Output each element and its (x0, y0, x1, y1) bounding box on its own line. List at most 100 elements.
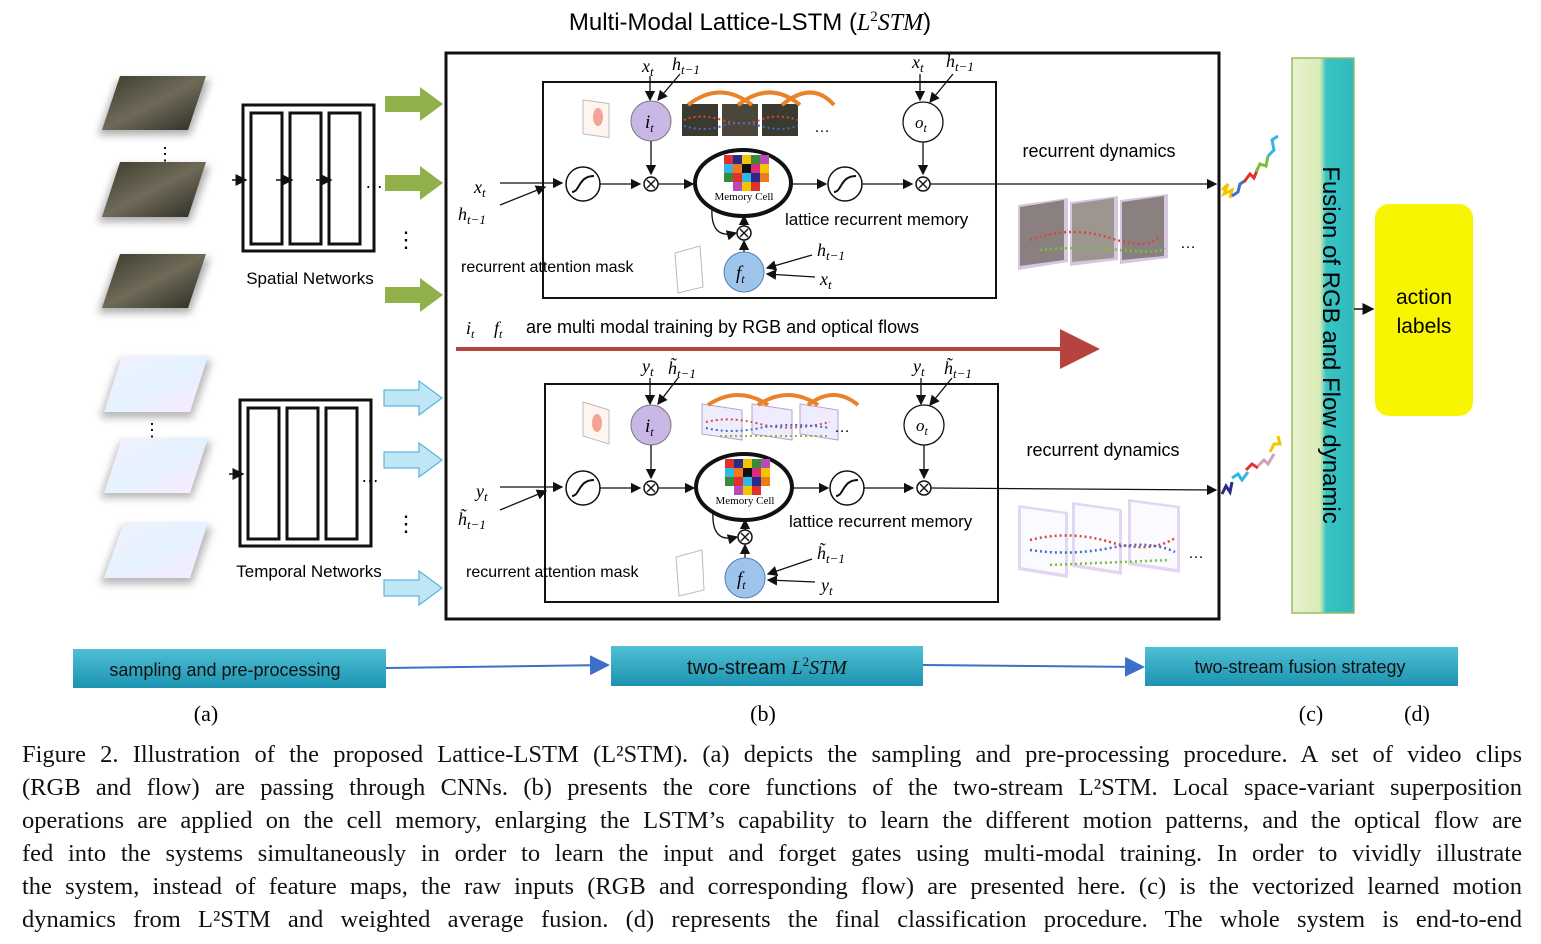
flow-frame (100, 356, 212, 418)
bottom-frame-strip: … (701, 393, 860, 441)
gate-f-symbol: ft (494, 318, 503, 341)
blue-arrow (383, 441, 444, 479)
multimodal-note: are multi modal training by RGB and opti… (526, 317, 919, 337)
label-d: (d) (1404, 701, 1430, 726)
cell-input-y: yt (474, 481, 488, 504)
l2stm-outer-frame (444, 51, 1221, 621)
vertical-dots: ⋮ (143, 420, 161, 440)
output-gate-label: ot (915, 113, 928, 135)
top-output-h: ht−1 (946, 51, 974, 74)
action-labels-line1: action (1396, 286, 1452, 309)
top-frame-strip: … (682, 90, 836, 136)
green-arrow (385, 166, 443, 200)
bottom-dynamics-glyph (1220, 435, 1282, 496)
flow-frame (100, 438, 212, 498)
cell-input-h: ht−1 (458, 204, 486, 227)
stage-b-box (611, 646, 923, 686)
top-output-x: xt (911, 52, 924, 75)
memory-cell-label: Memory Cell (715, 191, 774, 203)
caption-line: the system, instead of feature maps, the… (22, 873, 1522, 900)
attention-mask-page (675, 549, 705, 597)
forget-input-x: xt (819, 269, 832, 292)
caption-line: fed into the systems simultaneously in o… (22, 840, 1522, 867)
bottom-input-y: yt (640, 356, 654, 379)
action-labels-box (1375, 204, 1473, 416)
forget-gate-label: ft (736, 263, 745, 286)
fusion-bar (1291, 57, 1355, 614)
temporal-network: … (229, 398, 379, 548)
rgb-frame (98, 76, 210, 135)
forget-gate-label: ft (737, 569, 746, 592)
forget-input-h-tilde: h̃t−1 (817, 542, 845, 566)
green-arrows (385, 87, 443, 312)
rgb-frame (98, 254, 210, 313)
ellipsis: … (361, 466, 379, 486)
ellipsis: … (1180, 235, 1196, 252)
attention-mask-page (674, 245, 704, 294)
vertical-dots: ⋮ (156, 144, 174, 164)
spatial-network: … (232, 103, 383, 253)
stage-b-label: two-stream L2STM (687, 654, 848, 679)
green-arrow (385, 278, 443, 312)
figure-diagram: Multi-Modal Lattice-LSTM (L2STM) ⋮ ⋮ (73, 9, 1473, 726)
input-gate-label: it (645, 112, 654, 135)
bottom-recurrent-dynamics-label: recurrent dynamics (1026, 440, 1179, 460)
caption-line: Figure 2. Illustration of the proposed L… (22, 741, 1522, 768)
green-arrow (385, 87, 443, 121)
ellipsis: … (834, 419, 850, 436)
bottom-input-h: h̃t−1 (668, 357, 696, 381)
vertical-dots: ⋮ (395, 511, 417, 536)
attention-mask-label: recurrent attention mask (466, 564, 640, 581)
stage-c-label: two-stream fusion strategy (1194, 657, 1405, 677)
temporal-networks-label: Temporal Networks (236, 562, 382, 581)
cell-input-x: xt (473, 177, 486, 200)
top-rgb-sequence: … (1018, 194, 1196, 270)
ellipsis: … (365, 172, 383, 192)
forget-input-y: yt (819, 575, 833, 598)
blue-arrows (383, 379, 444, 607)
fusion-label: Fusion of RGB and Flow dynamic (1317, 166, 1344, 523)
cell-input-h-tilde: h̃t−1 (458, 508, 486, 532)
rgb-frame (98, 162, 210, 222)
stage-a-box (73, 649, 386, 688)
top-input-x: xt (641, 56, 654, 79)
top-dynamics-glyph (1220, 134, 1279, 199)
blue-arrow (383, 379, 444, 417)
tanh-activation-icon (565, 470, 601, 506)
flow-frame-stack: ⋮ (100, 356, 212, 584)
top-recurrent-dynamics-label: recurrent dynamics (1022, 141, 1175, 161)
vertical-dots: ⋮ (395, 227, 417, 252)
rgb-frame-stack: ⋮ (98, 76, 210, 313)
label-a: (a) (194, 701, 218, 726)
tanh-activation-icon (827, 166, 863, 202)
ellipsis: … (1188, 545, 1204, 562)
caption-line: (RGB and flow) are passing through CNNs.… (22, 774, 1522, 801)
figure-title: Multi-Modal Lattice-LSTM (L2STM) (569, 9, 931, 36)
stage-a-label: sampling and pre-processing (109, 660, 340, 680)
stage-c-box (1145, 647, 1458, 686)
input-gate-label: it (645, 416, 654, 439)
bottom-flow-sequence: … (1018, 499, 1204, 578)
label-b: (b) (750, 701, 776, 726)
caption-line: operations are applied on the cell memor… (22, 807, 1522, 834)
spatial-networks-label: Spatial Networks (246, 269, 374, 288)
bottom-output-h: h̃t−1 (944, 357, 972, 381)
caption-line: dynamics from L²STM and weighted average… (22, 906, 1522, 933)
bottom-output-y: yt (911, 356, 925, 379)
lattice-memory-label: lattice recurrent memory (789, 512, 973, 531)
gate-i-symbol: it (466, 318, 475, 341)
tanh-activation-icon (829, 470, 865, 506)
ellipsis: … (814, 119, 830, 136)
top-lstm-cell: xt ht−1 xt ht−1 it … ot (458, 51, 1218, 299)
label-c: (c) (1299, 701, 1323, 726)
flow-frame (100, 522, 212, 584)
figure-caption: Figure 2. Illustration of the proposed L… (22, 738, 1522, 936)
memory-cell-label: Memory Cell (716, 495, 775, 507)
memory-cell-grid (725, 459, 770, 495)
output-gate-label: ot (916, 416, 929, 438)
attention-mask-label: recurrent attention mask (461, 259, 635, 276)
lattice-memory-label: lattice recurrent memory (785, 210, 969, 229)
forget-input-h: ht−1 (817, 240, 845, 263)
blue-arrow (383, 569, 444, 607)
bottom-lstm-cell: yt h̃t−1 yt h̃t−1 it … ot yt h̃t−1 (458, 356, 1218, 603)
